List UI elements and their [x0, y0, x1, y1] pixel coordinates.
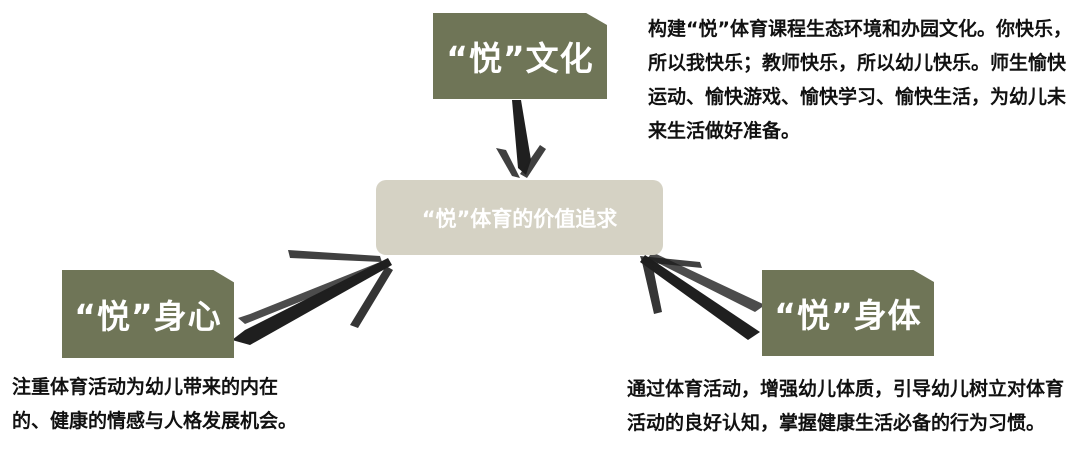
arrow-mind-to-center — [232, 250, 393, 345]
node-body-description: 通过体育活动，增强幼儿体质，引导幼儿树立对体育活动的良好认知，掌握健康生活必备的… — [627, 378, 1065, 434]
node-body-label: “悦”身体 — [762, 270, 934, 356]
node-culture-label: “悦”文化 — [433, 13, 607, 99]
node-culture-description: 构建“悦”体育课程生态环境和办园文化。你快乐，所以我快乐；教师快乐，所以幼儿快乐… — [648, 18, 1072, 142]
center-node: “悦”体育的价值追求 — [376, 180, 663, 255]
arrow-body-to-center — [640, 252, 765, 340]
node-mind-label: “悦”身心 — [62, 270, 234, 358]
node-mind-description: 注重体育活动为幼儿带来的内在的、健康的情感与人格发展机会。 — [12, 376, 298, 432]
arrow-culture-to-center — [496, 100, 546, 178]
